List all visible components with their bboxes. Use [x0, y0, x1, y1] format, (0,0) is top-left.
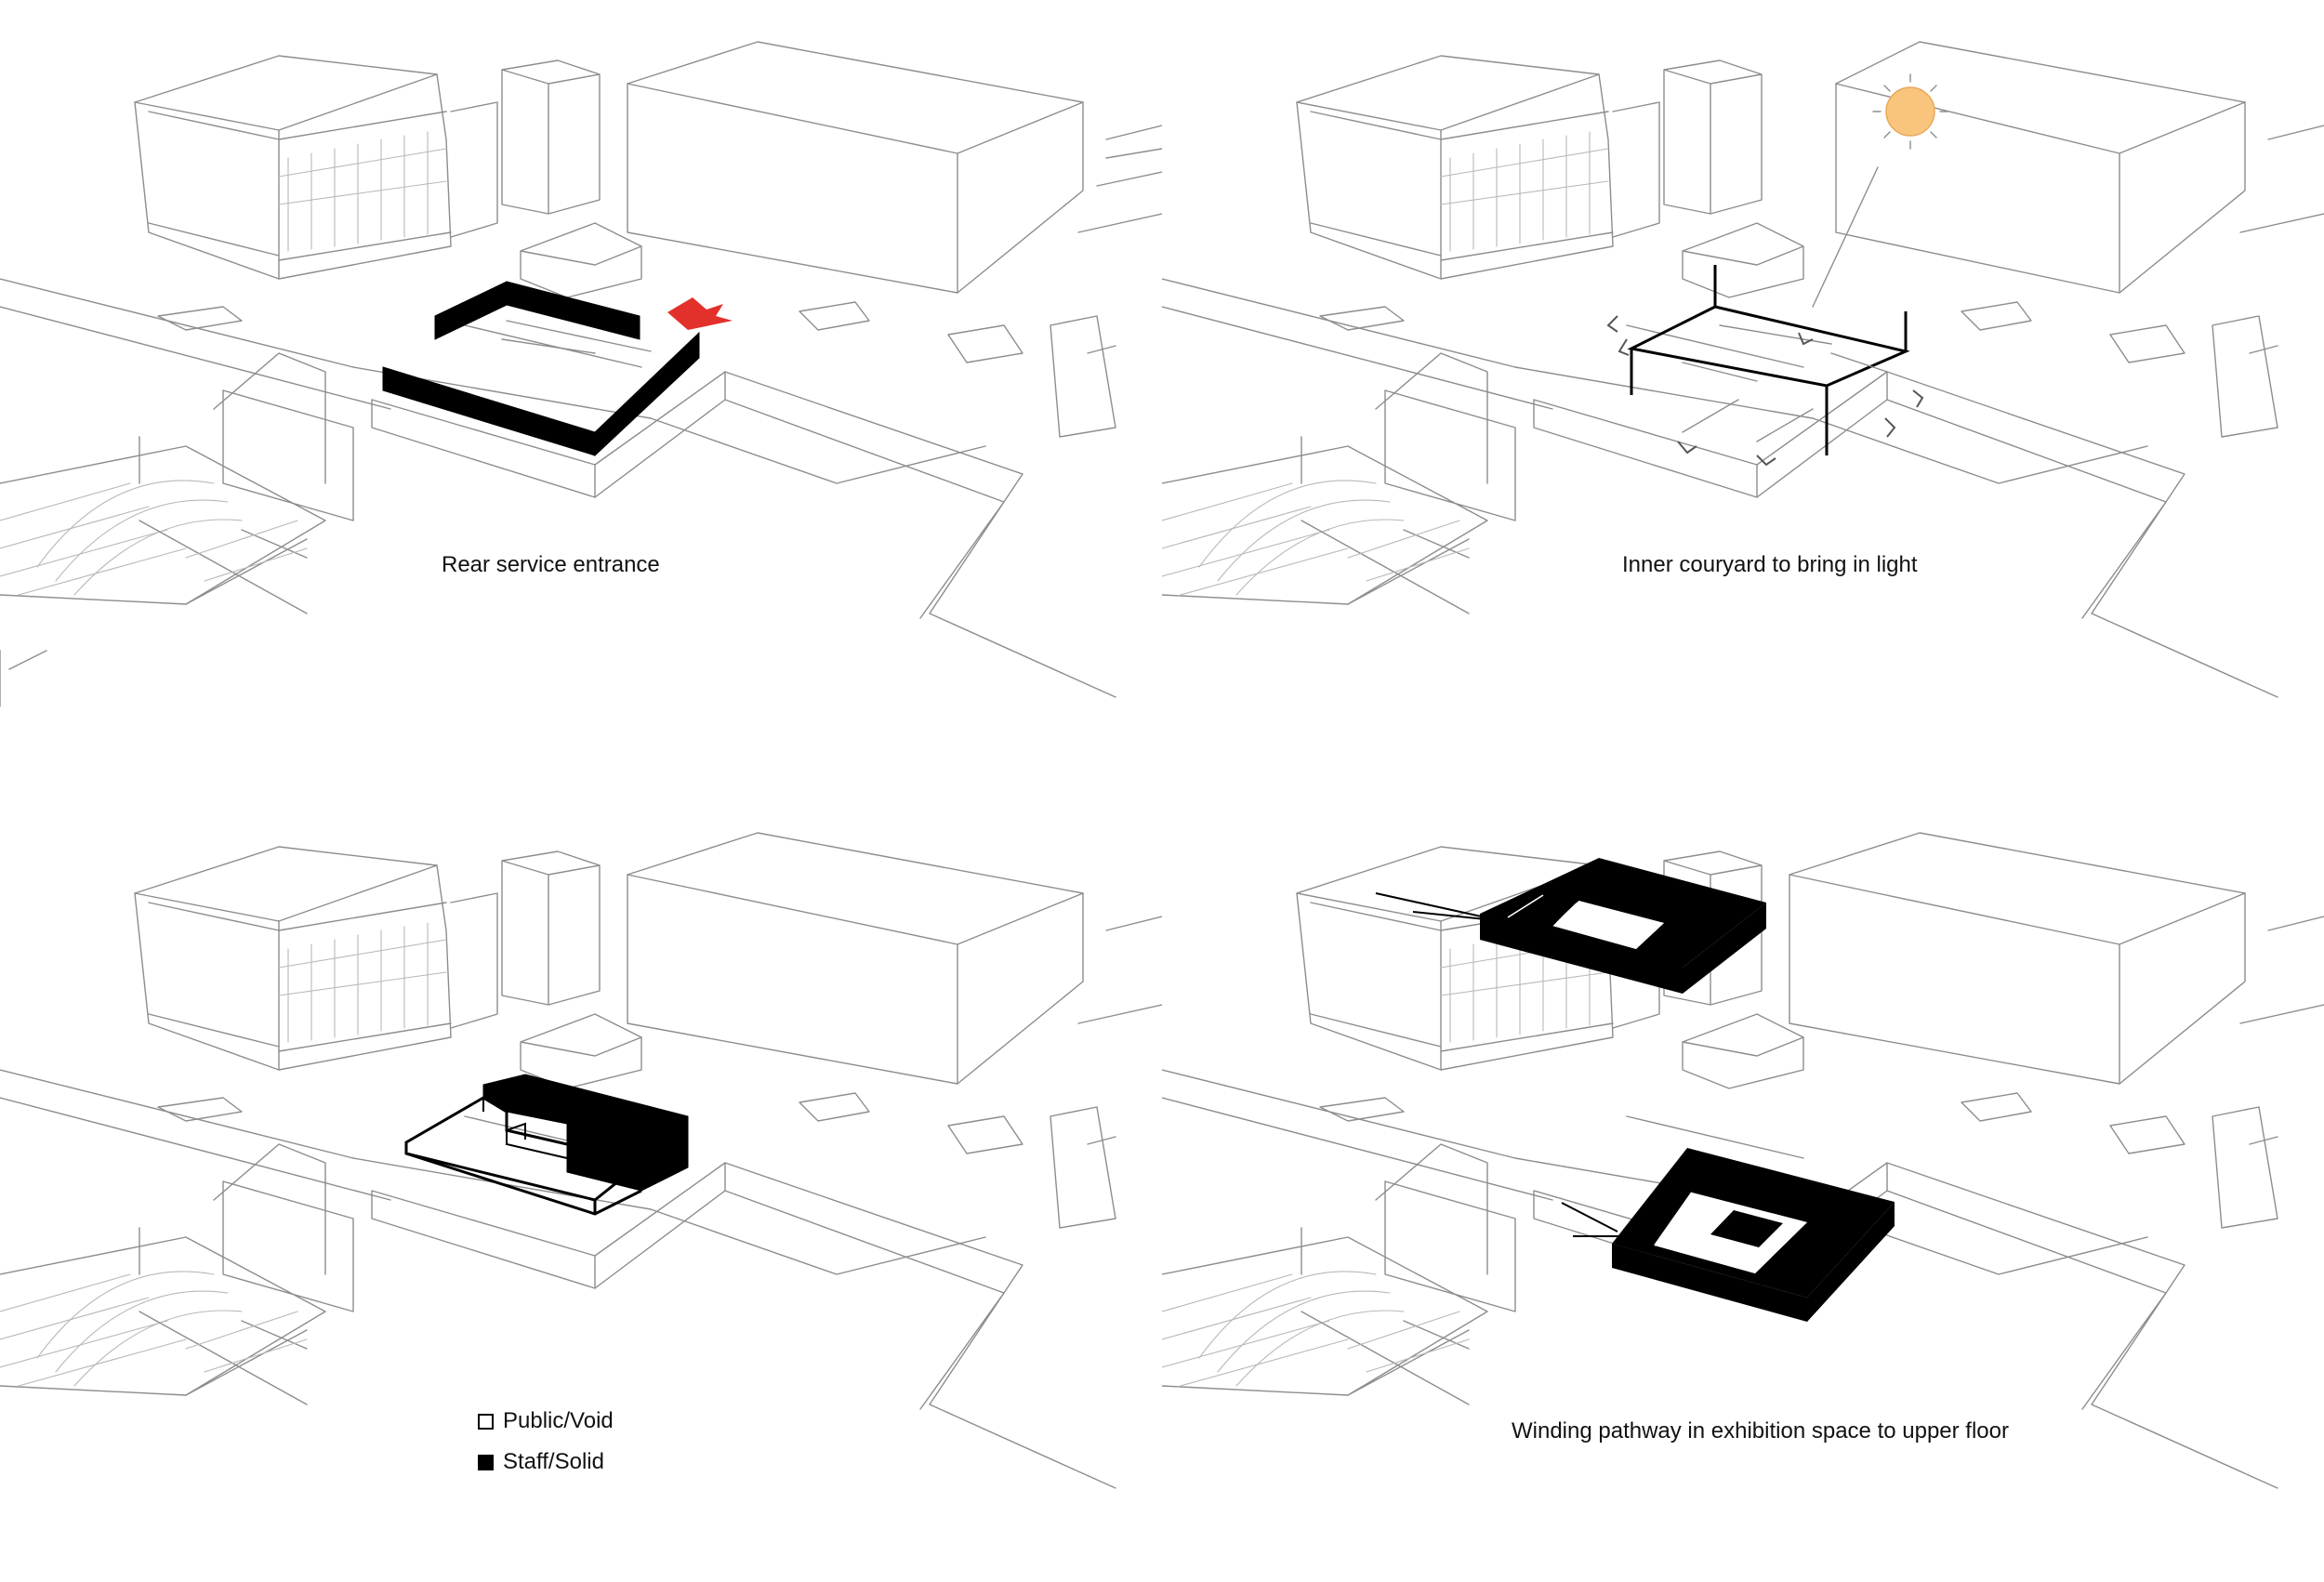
panel-service-entrance: Rear service entrance	[0, 0, 1162, 791]
arrow-icon-5	[1912, 389, 1924, 408]
sun-icon	[1872, 73, 1948, 150]
panel-pathway: Winding pathway in exhibition space to u…	[1162, 791, 2324, 1582]
outline-swatch-icon	[478, 1413, 494, 1430]
site-diagram-1	[0, 41, 1162, 707]
pathway-inner-void	[1552, 901, 1664, 949]
legend-label-public: Public/Void	[503, 1408, 614, 1433]
caption-pathway-page: Winding pathway in exhibition space to u…	[1512, 1418, 2009, 1444]
massing-walls	[382, 281, 700, 457]
arrow-icon-7	[1798, 332, 1814, 346]
pathway-front-thickness	[1480, 914, 1683, 994]
context-linework	[1162, 832, 2324, 1489]
pathway-spiral-ring-top	[1480, 858, 1766, 968]
panel-public-staff	[0, 791, 1162, 1582]
legend-label-staff: Staff/Solid	[503, 1449, 604, 1474]
context-linework	[0, 41, 1162, 707]
legend-public-void: Public/Void	[478, 1408, 614, 1434]
arrow-icon-4	[1756, 455, 1776, 467]
context-linework	[1162, 41, 2324, 698]
site-diagram-2	[1162, 41, 2324, 698]
wall-right	[594, 331, 700, 457]
wall-left	[434, 281, 508, 340]
legend-staff-solid: Staff/Solid	[478, 1449, 604, 1475]
arrow-icon-2	[1618, 338, 1630, 356]
wall-back	[506, 281, 640, 340]
arrow-icon-1	[1606, 315, 1618, 333]
site-diagram-3	[0, 832, 1162, 1489]
public-void-frame	[404, 1096, 645, 1202]
pathway-spiral-ring	[1480, 858, 1766, 994]
entry-arrow-svg	[1375, 892, 1486, 920]
courtyard-frame	[1627, 265, 1910, 455]
caption-service-entrance: Rear service entrance	[442, 552, 660, 577]
site-diagram-4	[1162, 832, 2324, 1489]
pathway-path-line	[1507, 894, 1544, 918]
light-ray	[1812, 166, 1879, 308]
caption-courtyard: Inner couryard to bring in light	[1622, 552, 1918, 577]
light-direction-arrows	[1606, 315, 1924, 467]
entry-arrow-icon	[1375, 892, 1486, 920]
pathway-spiral-ring-group	[1480, 858, 1766, 994]
program-massing	[404, 1074, 689, 1216]
entrance-arrow-icon	[667, 297, 733, 330]
pathway-right-thickness	[1683, 903, 1766, 994]
arrow-icon-6	[1884, 417, 1896, 438]
wall-front	[382, 366, 596, 456]
panel-courtyard: Inner couryard to bring in light	[1162, 0, 2324, 791]
arrow-icon-3	[1677, 441, 1697, 455]
filled-swatch-icon	[478, 1454, 494, 1470]
